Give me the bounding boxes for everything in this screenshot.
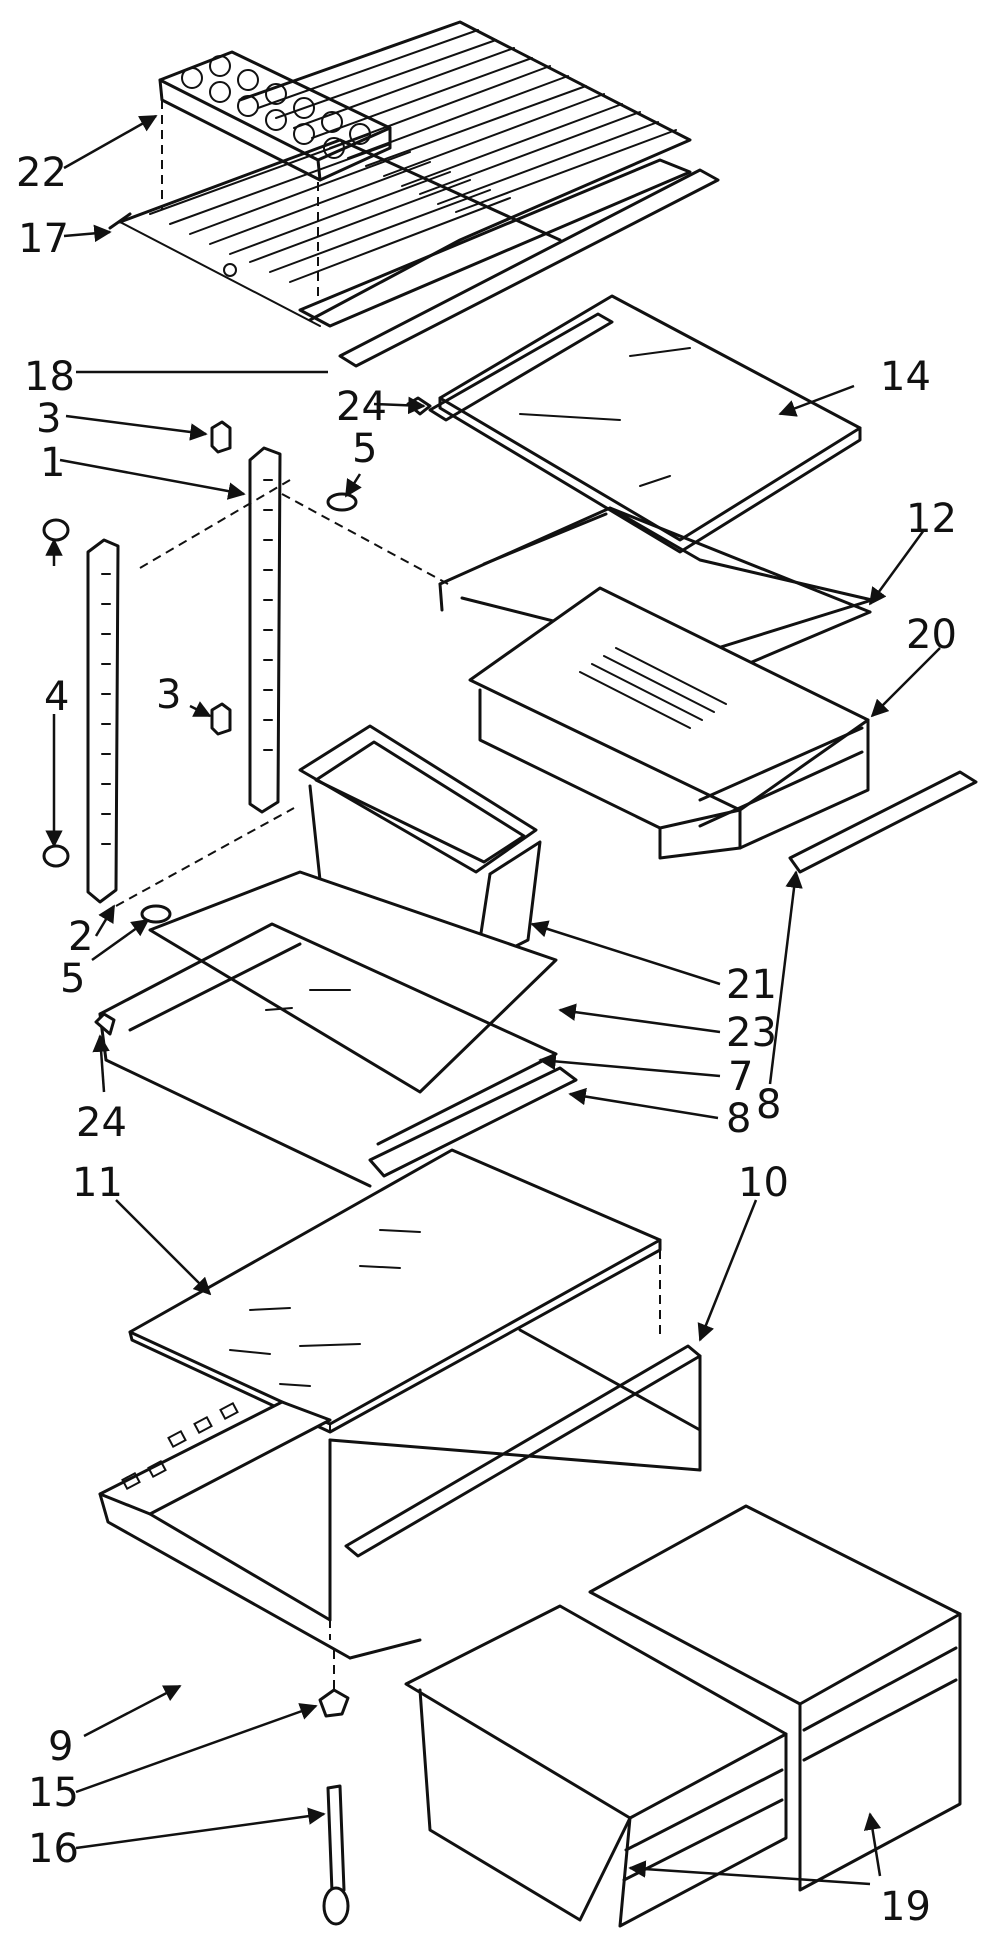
part-20-crisper-pan xyxy=(468,586,870,860)
callout-16: 16 xyxy=(28,1826,79,1872)
part-19-crisper-pan-front xyxy=(404,1604,788,1928)
callout-5-lower: 5 xyxy=(60,956,85,1002)
part-7-shelf-frame xyxy=(98,922,558,1188)
part-23-glass-shelf xyxy=(148,870,558,1094)
callout-21: 21 xyxy=(726,962,777,1008)
callout-14: 14 xyxy=(880,354,931,400)
part-10-crisper-frame xyxy=(344,1250,702,1558)
callout-24-upper: 24 xyxy=(336,384,387,430)
callout-10: 10 xyxy=(738,1160,789,1206)
part-2-ladder-left xyxy=(86,538,120,904)
part-3-clip-upper xyxy=(210,420,232,454)
part-5-clip-upper xyxy=(326,492,358,512)
part-9-crisper-base xyxy=(98,1400,702,1660)
part-24-bracket-left xyxy=(94,1012,116,1036)
part-16-support-leg xyxy=(322,1784,350,1926)
part-17-wire-shelf xyxy=(108,20,720,368)
part-4-cap-top xyxy=(42,518,70,542)
part-1-ladder-right xyxy=(248,446,282,814)
callout-7: 7 xyxy=(728,1054,753,1100)
callout-22: 22 xyxy=(16,150,67,196)
callout-15: 15 xyxy=(28,1770,79,1816)
callout-17: 17 xyxy=(18,216,69,262)
leader-lines xyxy=(45,114,941,1886)
callout-18: 18 xyxy=(24,354,75,400)
callout-5-upper: 5 xyxy=(352,426,377,472)
part-15-support-clip xyxy=(318,1688,350,1718)
part-14-glass-shelf xyxy=(428,294,862,554)
callout-12: 12 xyxy=(906,496,957,542)
part-22-ice-tray xyxy=(158,50,392,182)
callout-24-lower: 24 xyxy=(76,1100,127,1146)
callout-4: 4 xyxy=(44,674,69,720)
part-8-trim-left xyxy=(368,1066,578,1178)
callout-labels: 22 17 18 24 14 3 1 5 12 20 3 4 2 5 21 23… xyxy=(16,150,957,1930)
callout-1: 1 xyxy=(40,440,65,486)
callout-11: 11 xyxy=(72,1160,123,1206)
callout-9: 9 xyxy=(48,1724,73,1770)
callout-19: 19 xyxy=(880,1884,931,1930)
callout-8: 8 xyxy=(726,1096,751,1142)
callout-3-upper: 3 xyxy=(36,396,61,442)
part-11-crisper-cover xyxy=(128,1148,662,1434)
callout-20: 20 xyxy=(906,612,957,658)
part-5-clip-lower xyxy=(140,904,172,924)
callout-8-right: 8 xyxy=(756,1082,781,1128)
callout-2: 2 xyxy=(68,914,93,960)
part-4-cap-bottom xyxy=(42,844,70,868)
part-19-crisper-pan-rear xyxy=(588,1504,962,1892)
part-8-trim-right xyxy=(788,770,978,874)
part-3-clip-lower xyxy=(210,702,232,736)
callout-23: 23 xyxy=(726,1010,777,1056)
callout-3-lower: 3 xyxy=(156,672,181,718)
